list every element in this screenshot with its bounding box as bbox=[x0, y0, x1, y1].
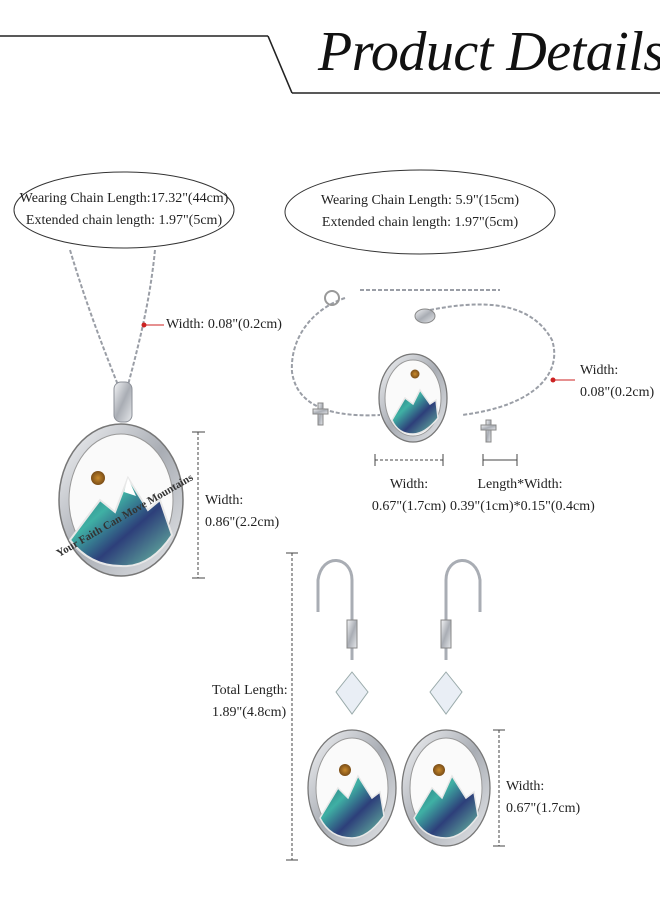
necklace-bail bbox=[113, 381, 133, 423]
earring-width: Width: 0.67"(1.7cm) bbox=[506, 776, 580, 820]
necklace-pendant-width: Width: 0.86"(2.2cm) bbox=[205, 490, 279, 534]
earring-length-dim bbox=[286, 552, 298, 861]
earring-width-value: 0.67"(1.7cm) bbox=[506, 801, 581, 816]
necklace-info-ellipse bbox=[13, 171, 235, 249]
bracelet-clasp bbox=[324, 290, 436, 324]
chain-width-marker bbox=[141, 322, 147, 328]
cross-size-dim bbox=[482, 454, 518, 466]
necklace-pendant bbox=[58, 423, 184, 577]
bracelet-cross-size: Length*Width: 0.39"(1cm)*0.15"(0.4cm) bbox=[450, 474, 595, 518]
earring-total-length-value: 1.89"(4.8cm) bbox=[212, 705, 287, 720]
necklace-pendant-width-value: 0.86"(2.2cm) bbox=[205, 515, 280, 530]
bracelet-info-ellipse bbox=[284, 169, 556, 255]
bracelet-chain-width-value: 0.08"(0.2cm) bbox=[580, 385, 655, 400]
page-title: Product Details bbox=[318, 21, 660, 83]
necklace-pendant-width-label: Width: bbox=[205, 493, 244, 508]
necklace-chain bbox=[69, 249, 156, 386]
earring-left bbox=[307, 559, 397, 847]
necklace-chain-length: Wearing Chain Length:17.32"(44cm) bbox=[19, 191, 229, 206]
pendant-width-dim bbox=[192, 431, 205, 579]
earring-total-length-label: Total Length: bbox=[212, 683, 288, 698]
bracelet-extended-length: Extended chain length: 1.97"(5cm) bbox=[321, 215, 519, 230]
necklace-extended-length: Extended chain length: 1.97"(5cm) bbox=[25, 213, 223, 228]
earring-total-length: Total Length: 1.89"(4.8cm) bbox=[212, 680, 288, 724]
bracelet-pendant bbox=[378, 353, 448, 443]
header-rule bbox=[0, 35, 660, 94]
bracelet-info: Wearing Chain Length: 5.9"(15cm) Extende… bbox=[300, 190, 540, 234]
bracelet-cross-size-value: 0.39"(1cm)*0.15"(0.4cm) bbox=[450, 499, 595, 514]
bracelet-cross-right bbox=[480, 419, 497, 443]
bracelet-cross-size-label: Length*Width: bbox=[477, 477, 563, 492]
bracelet-chain-length: Wearing Chain Length: 5.9"(15cm) bbox=[320, 193, 520, 208]
bracelet-width-dim bbox=[374, 454, 444, 466]
earring-right bbox=[401, 559, 491, 847]
bracelet-chain-width-marker bbox=[550, 377, 556, 383]
necklace-info: Wearing Chain Length:17.32"(44cm) Extend… bbox=[14, 188, 234, 232]
bracelet-cross-left bbox=[312, 402, 329, 426]
bracelet-chain-width-label: Width: bbox=[580, 363, 619, 378]
earring-width-label: Width: bbox=[506, 779, 545, 794]
bracelet-pendant-width: Width: 0.67"(1.7cm) bbox=[362, 474, 456, 518]
bracelet-pendant-width-value: 0.67"(1.7cm) bbox=[371, 499, 447, 514]
bracelet-pendant-width-label: Width: bbox=[389, 477, 429, 492]
bracelet-chain-width: Width: 0.08"(0.2cm) bbox=[580, 360, 654, 404]
bracelet-chain bbox=[290, 289, 556, 417]
earring-width-dim bbox=[493, 729, 505, 847]
necklace-chain-width: Width: 0.08"(0.2cm) bbox=[166, 317, 282, 332]
